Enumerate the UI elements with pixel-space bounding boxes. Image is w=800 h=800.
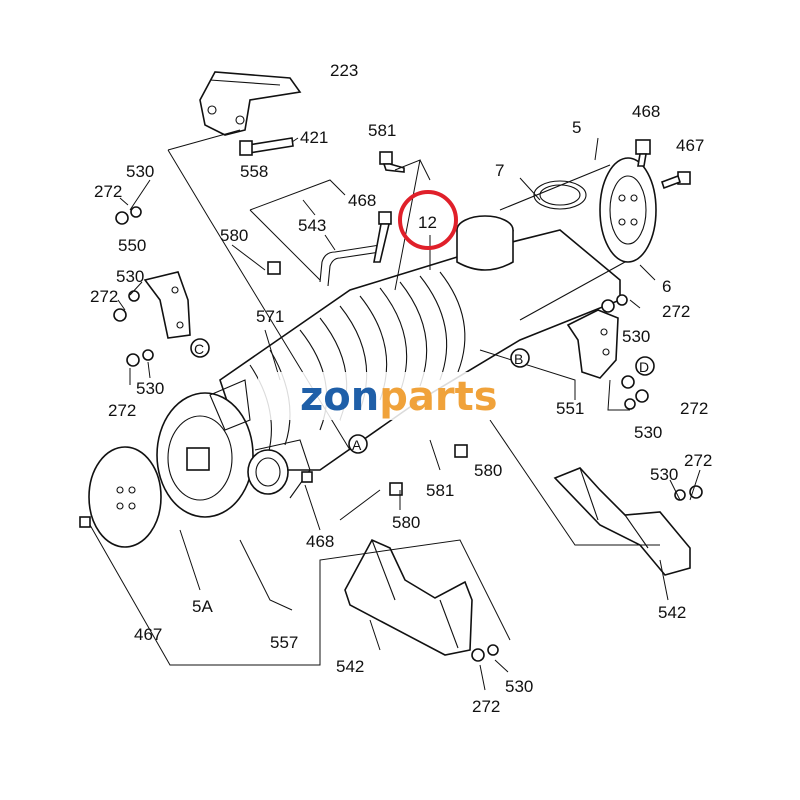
callout-272: 272 — [680, 399, 708, 418]
callout-7: 7 — [495, 161, 504, 180]
svg-text:D: D — [639, 359, 649, 375]
marker-A: A — [348, 434, 368, 454]
callout-542: 542 — [336, 657, 364, 676]
bolt-468-mid — [373, 211, 392, 263]
watermark-zon: zon — [300, 374, 379, 420]
callout-542: 542 — [658, 603, 686, 622]
callout-580: 580 — [220, 226, 248, 245]
marker-C: C — [190, 338, 210, 358]
callout-272: 272 — [94, 182, 122, 201]
callout-467: 467 — [676, 136, 704, 155]
callout-530: 530 — [116, 267, 144, 286]
callout-12: 12 — [418, 213, 437, 232]
callout-581: 581 — [368, 121, 396, 140]
support-542-right — [553, 467, 691, 576]
marker-B: B — [510, 348, 530, 368]
callout-223: 223 — [330, 61, 358, 80]
callout-272: 272 — [472, 697, 500, 716]
leader-lines — [89, 129, 701, 691]
callout-272: 272 — [108, 401, 136, 420]
callout-272: 272 — [684, 451, 712, 470]
callout-272: 272 — [662, 302, 690, 321]
callout-530: 530 — [650, 465, 678, 484]
marker-D: D — [635, 356, 655, 376]
callout-530: 530 — [622, 327, 650, 346]
callout-581: 581 — [426, 481, 454, 500]
pipe-543 — [319, 244, 381, 287]
upper-bracket — [199, 71, 302, 136]
callout-543: 543 — [298, 216, 326, 235]
callout-571: 571 — [256, 307, 284, 326]
bolt-421 — [239, 137, 294, 156]
svg-text:C: C — [194, 341, 204, 357]
callout-468: 468 — [632, 102, 660, 121]
watermark: zonparts — [258, 372, 520, 420]
callout-6: 6 — [662, 277, 671, 296]
callout-551: 551 — [556, 399, 584, 418]
bracket-551 — [566, 309, 619, 379]
bolt-467-top — [660, 171, 691, 190]
callout-530: 530 — [634, 423, 662, 442]
callout-550: 550 — [118, 236, 146, 255]
callout-530: 530 — [126, 162, 154, 181]
side-pipe — [247, 439, 311, 499]
bolt-468-top — [635, 139, 651, 167]
svg-text:A: A — [352, 437, 362, 453]
bracket-550 — [143, 271, 191, 339]
callout-467: 467 — [134, 625, 162, 644]
callout-530: 530 — [505, 677, 533, 696]
hardware-washers — [79, 206, 703, 662]
callout-421: 421 — [300, 128, 328, 147]
callout-557: 557 — [270, 633, 298, 652]
callout-530: 530 — [136, 379, 164, 398]
callout-580: 580 — [392, 513, 420, 532]
front-flange — [88, 379, 254, 548]
svg-text:B: B — [514, 351, 523, 367]
highlight-12: 12 — [398, 190, 458, 250]
support-542-bottom — [344, 538, 473, 656]
bolt-581-top — [379, 151, 405, 173]
callout-272: 272 — [90, 287, 118, 306]
svg-text:zonparts: zonparts — [300, 374, 498, 420]
callout-558: 558 — [240, 162, 268, 181]
watermark-parts: parts — [379, 374, 497, 420]
callout-468: 468 — [348, 191, 376, 210]
callout-5: 5 — [572, 118, 581, 137]
callout-5A: 5A — [192, 597, 213, 616]
callout-580: 580 — [474, 461, 502, 480]
callout-468: 468 — [306, 532, 334, 551]
